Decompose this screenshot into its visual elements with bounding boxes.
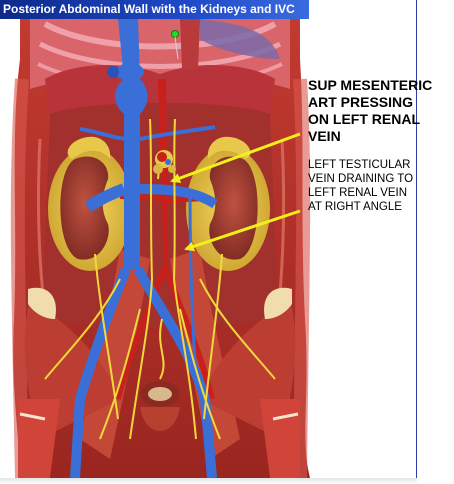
annotation-sma-line: VEIN	[308, 128, 341, 144]
esophagus	[180, 19, 280, 69]
annotation-sma-line: ON LEFT RENAL	[308, 111, 420, 127]
annotation-sma-line: SUP MESENTERIC	[308, 77, 433, 93]
annotation-testicular-line: LEFT RENAL VEIN	[308, 187, 408, 199]
sma-origin	[153, 150, 176, 174]
annotation-testicular-line: LEFT TESTICULAR	[308, 159, 411, 171]
green-marker-icon	[171, 30, 179, 60]
window-shadow	[0, 478, 417, 484]
window-title: Posterior Abdominal Wall with the Kidney…	[0, 0, 309, 19]
annotation-sma: SUP MESENTERIC ART PRESSING ON LEFT RENA…	[308, 77, 440, 145]
arrow-testicular-vein	[184, 209, 301, 252]
arrow-sma	[170, 132, 301, 183]
anatomy-illustration	[10, 19, 311, 478]
nerves	[44, 118, 276, 440]
right-kidney	[186, 136, 270, 271]
annotation-testicular-line: AT RIGHT ANGLE	[308, 201, 402, 213]
annotation-testicular-vein: LEFT TESTICULAR VEIN DRAINING TO LEFT RE…	[308, 158, 448, 214]
annotation-sma-line: ART PRESSING	[308, 94, 414, 110]
image-window: Posterior Abdominal Wall with the Kidney…	[0, 0, 417, 479]
annotation-arrows	[170, 132, 301, 252]
annotation-testicular-line: VEIN DRAINING TO	[308, 173, 414, 185]
